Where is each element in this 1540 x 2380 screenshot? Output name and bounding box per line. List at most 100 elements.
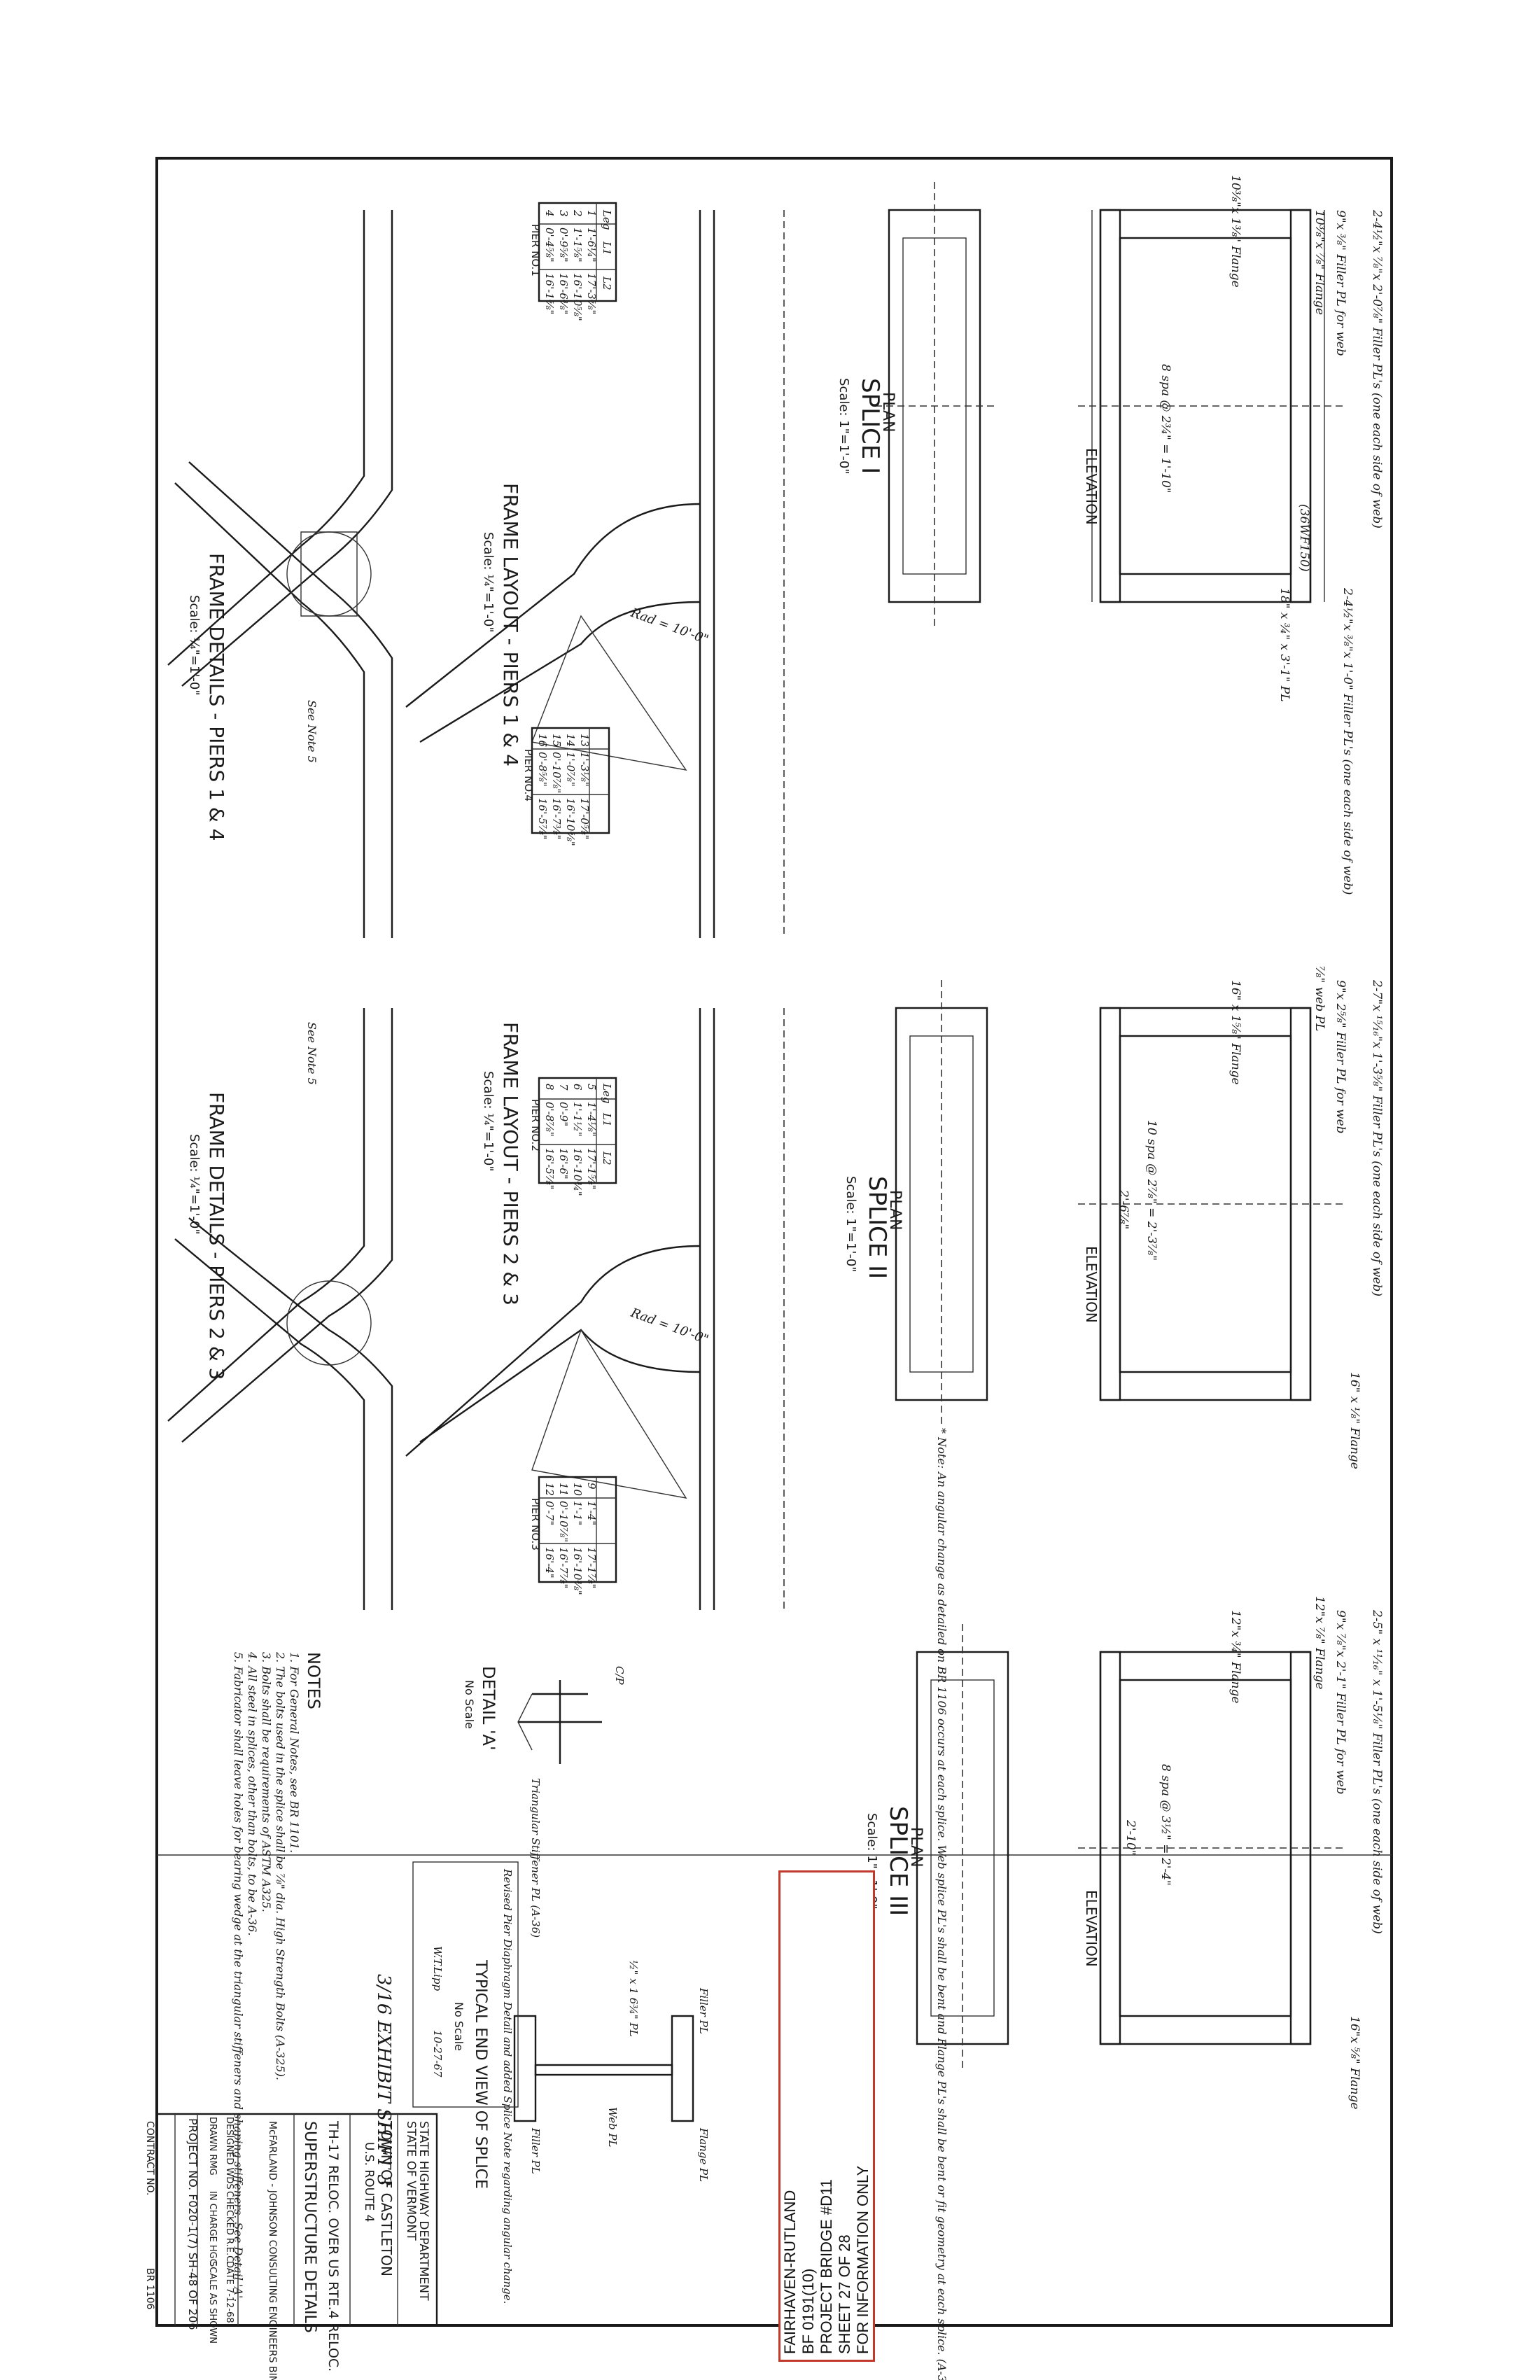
layout-1-4-rad: Rad = 10'-0": [628, 606, 710, 648]
svg-text:1'-1": 1'-1": [571, 1501, 584, 1525]
svg-text:1'-3⅛": 1'-3⅛": [578, 752, 591, 787]
svg-text:9"x ⅞"x 2'-1" Filler PL for we: 9"x ⅞"x 2'-1" Filler PL for web: [1334, 1610, 1348, 1795]
splice-iii-plan: [916, 1624, 1009, 2072]
svg-text:0'-10⅞": 0'-10⅞": [557, 1501, 570, 1542]
tb-route: U.S. ROUTE 4: [362, 2142, 376, 2222]
svg-text:16'-6": 16'-6": [557, 1148, 570, 1180]
svg-text:0'-10⅞": 0'-10⅞": [550, 752, 563, 793]
svg-text:L1: L1: [601, 241, 613, 255]
svg-text:8 spa @ 3½" = 2'-4": 8 spa @ 3½" = 2'-4": [1158, 1764, 1172, 1886]
svg-text:2'-10": 2'-10": [1124, 1819, 1138, 1856]
handwritten-exhibit: 3/16 EXHIBIT SHIFT 3: [373, 1974, 394, 2186]
svg-text:2-5" x ¹¹⁄₁₆" x 1'-5⅛" Filler: 2-5" x ¹¹⁄₁₆" x 1'-5⅛" Filler PL's (one …: [1370, 1609, 1384, 1934]
svg-text:10⅜"x 1⅜" Flange: 10⅜"x 1⅜" Flange: [1228, 175, 1242, 288]
svg-text:16'-10⅝": 16'-10⅝": [564, 798, 577, 846]
svg-text:½" x 1 6¾" PL: ½" x 1 6¾" PL: [627, 1960, 640, 2037]
note-4: 4. All steel in splices, other than bolt…: [246, 1651, 259, 1935]
svg-text:1'-4": 1'-4": [585, 1501, 598, 1525]
svg-text:10: 10: [571, 1483, 584, 1497]
note-3: 3. Bolts shall be requirements of ASTM A…: [260, 1652, 273, 1912]
splice-i-elevation: [1078, 209, 1344, 603]
tb-contract-no: CONTRACT NO.: [144, 2121, 155, 2195]
tb-state: STATE OF VERMONT: [404, 2121, 418, 2241]
svg-text:Flange PL: Flange PL: [697, 2127, 710, 2182]
details-1-4-note: See Note 5: [305, 700, 318, 763]
svg-text:1'-0⅞": 1'-0⅞": [564, 752, 577, 787]
svg-text:16" x 1⅝" Flange: 16" x 1⅝" Flange: [1228, 980, 1242, 1085]
tb-dept: STATE HIGHWAY DEPARTMENT: [416, 2121, 430, 2301]
svg-text:16'-4": 16'-4": [543, 1547, 556, 1578]
svg-text:Leg: Leg: [601, 209, 613, 230]
pier-4-table-title: PIER NO.4: [522, 749, 535, 802]
svg-text:1'-6¼": 1'-6¼": [585, 227, 598, 262]
splice-i-elevation-label: ELEVATION: [1083, 448, 1100, 525]
tb-scale: SCALE AS SHOWN: [207, 2261, 218, 2344]
svg-text:16'-6⅜": 16'-6⅜": [557, 273, 570, 314]
stamp-line: FOR INFORMATION ONLY: [854, 2165, 872, 2354]
tb-drawn: DRAWN RMG: [207, 2117, 218, 2176]
detail-a-label-cp: C/P: [613, 1666, 626, 1686]
typical-end-view: TYPICAL END VIEW OF SPLICE No Scale Fill…: [452, 1959, 710, 2189]
splice-ii-plan: [895, 980, 988, 1428]
svg-text:13: 13: [578, 734, 591, 747]
tb-in-charge: IN CHARGE HGC: [207, 2191, 218, 2265]
pier-3-table-title: PIER NO.3: [529, 1498, 542, 1550]
splice-iii-elevation: [1078, 1651, 1344, 2045]
svg-text:2-4½"x ⅞"x 2'-0⅞" Filler PL's: 2-4½"x ⅞"x 2'-0⅞" Filler PL's (one each …: [1370, 209, 1384, 528]
svg-text:16: 16: [536, 734, 549, 748]
svg-text:1: 1: [585, 210, 598, 217]
layout-2-3-scale: Scale: ¼"=1'-0": [481, 1071, 496, 1172]
splice-i-group: ELEVATION PLAN SPLICE I Scale: 1"=1'-0" …: [836, 175, 1384, 895]
svg-text:9"x 2⅝" Filler PL for web: 9"x 2⅝" Filler PL for web: [1334, 980, 1348, 1134]
details-1-4-title: FRAME DETAILS - PIERS 1 & 4: [205, 553, 228, 841]
splice-ii-elevation: [1078, 1007, 1344, 1401]
svg-text:16'-1⅝": 16'-1⅝": [543, 273, 556, 314]
svg-text:1'-1⅝": 1'-1⅝": [571, 227, 584, 262]
detail-a-title: DETAIL 'A': [479, 1666, 498, 1751]
svg-text:17'-0⅝": 17'-0⅝": [578, 798, 591, 839]
stamp-text: FAIRHAVEN-RUTLAND BF 0191(10) PROJECT BR…: [781, 1878, 872, 2354]
svg-text:2-7"x ¹⁵⁄₁₆"x 1'-3⅝" Filler PL: 2-7"x ¹⁵⁄₁₆"x 1'-3⅝" Filler PL's (one ea…: [1370, 979, 1384, 1296]
tb-project-no: PROJECT NO. F020-1(7) SH-48 OF 206: [186, 2118, 200, 2330]
pier-2-table: Leg L1 L2 5 1'-4⅛" 17'-1⅝" 6 1'-1½" 16'-…: [529, 1077, 617, 1196]
svg-text:12: 12: [543, 1483, 556, 1496]
svg-text:10⅜"x ⅞" Flange: 10⅜"x ⅞" Flange: [1312, 210, 1326, 315]
note-5: 5. Fabricator shall leave holes for bear…: [232, 1652, 245, 2302]
splice-ii-group: ELEVATION PLAN SPLICE II Scale: 1"=1'-0"…: [844, 966, 1384, 2380]
information-stamp: FAIRHAVEN-RUTLAND BF 0191(10) PROJECT BR…: [778, 1870, 875, 2362]
stamp-line: SHEET 27 OF 28: [836, 2234, 853, 2354]
revision-date: 10-27-67: [431, 2030, 444, 2078]
layout-2-3-rad: Rad = 10'-0": [628, 1306, 710, 1348]
splice-iii-plan-label: PLAN: [907, 1827, 925, 1868]
layout-1-4-scale: Scale: ¼"=1'-0": [481, 532, 496, 633]
svg-text:14: 14: [564, 734, 577, 747]
splice-ii-scale: Scale: 1"=1'-0": [844, 1176, 858, 1273]
splice-iii-group: ELEVATION PLAN SPLICE III Scale: 1"=1'-0…: [864, 1596, 1384, 2109]
svg-text:12"x ¾" Flange: 12"x ¾" Flange: [1228, 1610, 1242, 1703]
splice-iii-title: SPLICE III: [884, 1806, 912, 1916]
splice-i-title: SPLICE I: [856, 378, 884, 474]
svg-text:10 spa @ 2⅞" = 2'-3⅞": 10 spa @ 2⅞" = 2'-3⅞": [1144, 1120, 1158, 1261]
svg-text:0'-9⅝": 0'-9⅝": [557, 227, 570, 262]
sheet-border: [155, 157, 1393, 2327]
details-2-3-note: See Note 5: [305, 1022, 318, 1085]
svg-text:17'-1⅞": 17'-1⅞": [585, 1547, 598, 1588]
pier-3-table: 9 1'-4" 17'-1⅞" 10 1'-1" 16'-10⅜" 11 0'-…: [529, 1476, 617, 1595]
revision-block: Revised Pier Diaphragm Detail and added …: [412, 1861, 519, 2304]
details-2-3-scale: Scale: ¼"=1'-0": [187, 1134, 202, 1235]
tb-consultant: McFARLAND - JOHNSON CONSULTING ENGINEERS…: [267, 2121, 278, 2380]
svg-text:1'-4⅛": 1'-4⅛": [585, 1102, 598, 1137]
svg-text:5: 5: [585, 1084, 598, 1091]
details-1-4-scale: Scale: ¼"=1'-0": [187, 595, 202, 696]
end-view-scale: No Scale: [452, 2002, 465, 2051]
svg-text:18" x ¾" x 3'-1" PL: 18" x ¾" x 3'-1" PL: [1278, 588, 1292, 702]
details-2-3-title: FRAME DETAILS - PIERS 2 & 3: [205, 1092, 228, 1380]
splice-i-plan-label: PLAN: [879, 392, 897, 433]
svg-text:6: 6: [571, 1084, 584, 1091]
tb-town: TOWN OF CASTLETON: [378, 2120, 395, 2276]
svg-text:Leg: Leg: [601, 1083, 613, 1103]
detail-a-label-stiffener: Triangular Stiffener PL (A-36): [529, 1778, 542, 1938]
svg-text:15: 15: [550, 734, 563, 747]
splice-ii-elevation-label: ELEVATION: [1083, 1246, 1100, 1323]
